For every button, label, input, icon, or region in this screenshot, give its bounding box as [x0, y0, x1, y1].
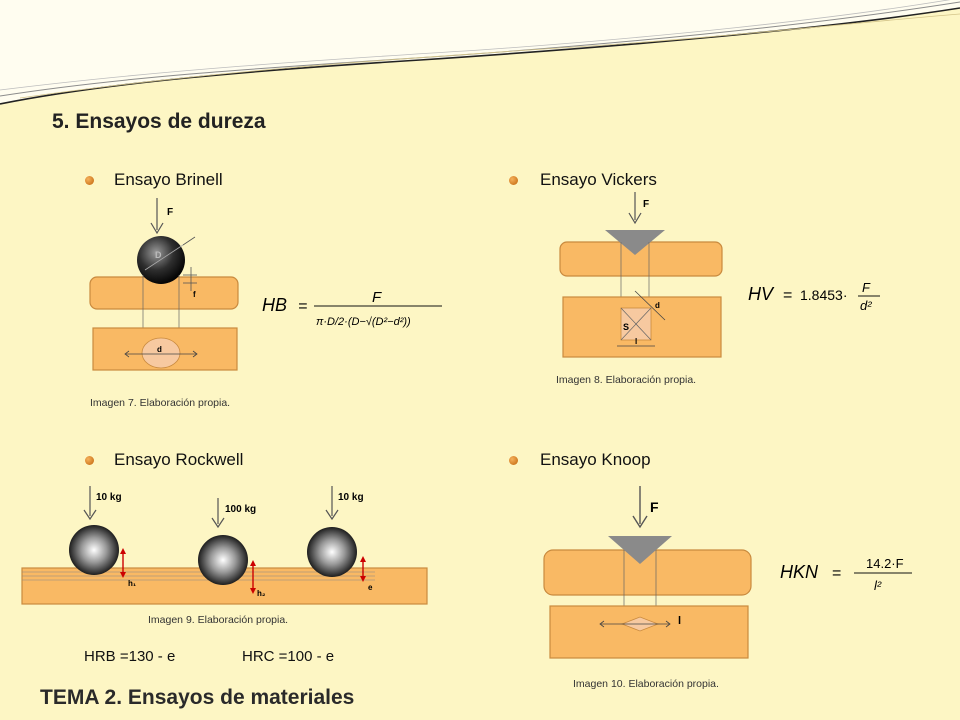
rockwell-load1-label: 10 kg — [96, 492, 122, 503]
bullet-icon — [85, 456, 94, 465]
rockwell-h1-label: h₁ — [128, 579, 137, 588]
hv-denominator: d² — [860, 298, 872, 313]
rockwell-ball-icon — [69, 525, 119, 575]
hb-numerator: F — [372, 289, 382, 306]
rockwell-ball-icon — [198, 535, 248, 585]
rockwell-load3-label: 10 kg — [338, 492, 364, 503]
vickers-side-label: l — [635, 337, 637, 346]
brinell-ball-label: D — [155, 250, 162, 260]
title-number: 5. — [52, 110, 70, 133]
hv-numerator: F — [862, 280, 871, 295]
title-text: Ensayos de dureza — [75, 110, 266, 133]
vickers-area-label: S — [623, 322, 629, 332]
hrc-formula: HRC =100 - e — [242, 648, 335, 665]
svg-text:=: = — [832, 565, 841, 582]
rockwell-h2-label: h₂ — [257, 589, 266, 598]
vickers-indenter-icon — [605, 230, 665, 255]
vickers-force-label: F — [643, 199, 649, 210]
brinell-label: Ensayo Brinell — [114, 170, 223, 189]
hv-coef: 1.8453· — [800, 287, 847, 303]
hkn-denominator: l² — [874, 578, 882, 593]
rockwell-label: Ensayo Rockwell — [114, 450, 244, 469]
vickers-diagram: F S d l — [559, 192, 723, 358]
bullet-icon — [85, 176, 94, 185]
hkn-lhs: HKN — [780, 562, 819, 582]
brinell-caption: Imagen 7. Elaboración propia. — [90, 397, 231, 409]
bullet-icon — [509, 456, 518, 465]
rockwell-e-label: e — [368, 583, 373, 592]
vickers-formula: HV = 1.8453· F d² — [748, 280, 880, 313]
brinell-imprint-label: d — [157, 345, 162, 354]
brinell-diagram: F D f d — [89, 198, 239, 371]
hv-lhs: HV — [748, 284, 775, 304]
vickers-diagonal-label: d — [655, 301, 660, 310]
vickers-label: Ensayo Vickers — [540, 170, 657, 189]
bullet-icon — [509, 176, 518, 185]
hb-lhs: HB — [262, 295, 287, 315]
knoop-formula: HKN = 14.2·F l² — [780, 556, 912, 593]
knoop-label: Ensayo Knoop — [540, 450, 651, 469]
brinell-force-label: F — [167, 207, 173, 218]
page-title: 5. Ensayos de dureza — [52, 110, 266, 134]
knoop-force-label: F — [650, 499, 659, 515]
rockwell-diagram: 10 kg h₁ 100 kg h₂ 10 kg e — [21, 486, 428, 605]
rockwell-load2-label: 100 kg — [225, 504, 256, 515]
rockwell-ball-icon — [307, 527, 357, 577]
rockwell-caption: Imagen 9. Elaboración propia. — [148, 614, 289, 626]
vickers-caption: Imagen 8. Elaboración propia. — [556, 374, 697, 386]
svg-text:=: = — [298, 298, 307, 315]
knoop-caption: Imagen 10. Elaboración propia. — [573, 678, 719, 690]
brinell-formula: HB = F π·D/2·(D−√(D²−d²)) — [262, 289, 442, 328]
hrb-formula: HRB =130 - e — [84, 648, 176, 665]
indenter-ball-icon — [137, 236, 185, 284]
knoop-diagram: F l — [543, 486, 752, 659]
brinell-depth-label: f — [193, 290, 196, 299]
footer-title: TEMA 2. Ensayos de materiales — [40, 686, 355, 709]
hkn-numerator: 14.2·F — [866, 556, 904, 571]
svg-text:=: = — [783, 287, 792, 304]
knoop-indenter-icon — [608, 536, 672, 564]
hb-denominator: π·D/2·(D−√(D²−d²)) — [316, 316, 411, 328]
header-swoosh — [0, 0, 960, 105]
knoop-length-label: l — [678, 615, 681, 627]
